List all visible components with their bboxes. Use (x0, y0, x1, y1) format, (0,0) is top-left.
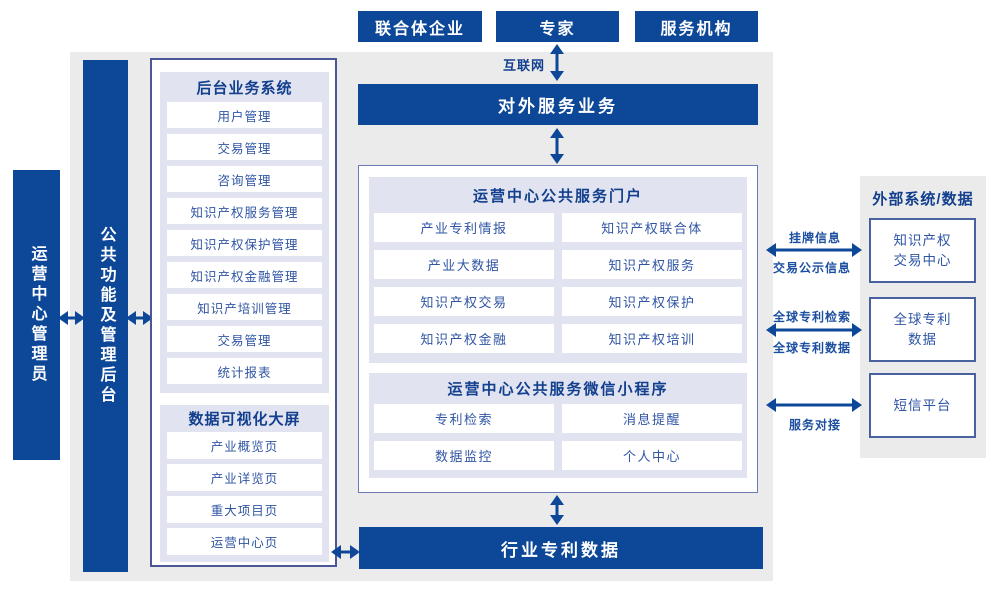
arrow-service-to-portal (549, 128, 565, 164)
backend-system-list: 用户管理 交易管理 咨询管理 知识产权服务管理 知识产权保护管理 知识产权金融管… (167, 102, 322, 384)
backend-item-ip-protection-mgmt: 知识产权保护管理 (167, 230, 322, 256)
link-label-service-connection: 服务对接 (788, 418, 841, 432)
portal-item-ip-training: 知识产权培训 (562, 324, 742, 353)
backend-function-bar: 公共功能及管理后台 (83, 60, 128, 572)
backend-system-section: 后台业务系统 用户管理 交易管理 咨询管理 知识产权服务管理 知识产权保护管理 … (160, 72, 329, 393)
dashboard-item-industry-overview: 产业概览页 (167, 432, 322, 459)
arrow-sms-link (766, 397, 862, 413)
portal-item-ip-consortium: 知识产权联合体 (562, 213, 742, 242)
miniprogram-title: 运营中心公共服务微信小程序 (447, 381, 669, 398)
backend-item-ip-service-mgmt: 知识产权服务管理 (167, 198, 322, 224)
ext-box-line: 交易中心 (893, 252, 952, 268)
portal-item-industry-patent-info: 产业专利情报 (374, 213, 554, 242)
arrow-global-patent-link (766, 322, 862, 338)
mini-item-personal-center: 个人中心 (562, 441, 742, 470)
miniprogram-section: 运营中心公共服务微信小程序 专利检索 消息提醒 数据监控 个人中心 (369, 373, 747, 478)
ext-box-line: 短信平台 (893, 397, 952, 413)
link-label-trade-publicity-info: 交易公示信息 (772, 261, 851, 275)
backend-container: 后台业务系统 用户管理 交易管理 咨询管理 知识产权服务管理 知识产权保护管理 … (150, 58, 337, 567)
external-box-global-patent-data: 全球专利 数据 (869, 297, 976, 362)
arrow-backend-to-container (126, 310, 153, 326)
backend-item-ip-training-mgmt: 知识产培训管理 (167, 294, 322, 320)
internet-label: 互联网 (502, 58, 545, 73)
backend-item-statistics-report: 统计报表 (167, 358, 322, 384)
miniprogram-grid: 专利检索 消息提醒 数据监控 个人中心 (374, 404, 742, 470)
mini-item-message-reminder: 消息提醒 (562, 404, 742, 433)
backend-item-user-mgmt: 用户管理 (167, 102, 322, 128)
link-label-global-patent-data: 全球专利数据 (772, 341, 851, 355)
arrow-ip-trade-center-link (766, 242, 862, 258)
ext-box-line: 全球专利 (893, 311, 952, 327)
mini-item-patent-search: 专利检索 (374, 404, 554, 433)
dashboard-item-operation-center: 运营中心页 (167, 528, 322, 555)
backend-system-title: 后台业务系统 (196, 79, 293, 97)
backend-item-trade-mgmt: 交易管理 (167, 134, 322, 160)
arrow-internet (549, 44, 565, 81)
external-box-sms-platform: 短信平台 (869, 373, 976, 438)
dashboard-item-major-project: 重大项目页 (167, 496, 322, 523)
actor-expert: 专家 (496, 11, 619, 42)
ext-box-line: 数据 (908, 331, 937, 347)
dashboard-section: 数据可视化大屏 产业概览页 产业详览页 重大项目页 运营中心页 (160, 405, 329, 562)
actor-consortium-enterprise: 联合体企业 (358, 11, 482, 42)
dashboard-list: 产业概览页 产业详览页 重大项目页 运营中心页 (167, 432, 322, 555)
portal-title: 运营中心公共服务门户 (472, 187, 643, 205)
portal-item-ip-finance: 知识产权金融 (374, 324, 554, 353)
external-service-bar: 对外服务业务 (358, 84, 758, 125)
ext-box-line: 知识产权 (893, 232, 952, 248)
external-box-ip-trade-center: 知识产权 交易中心 (869, 218, 976, 283)
arrow-dashboard-to-industry-data (331, 544, 360, 560)
link-label-global-patent-search: 全球专利检索 (772, 310, 851, 324)
backend-item-ip-finance-mgmt: 知识产权金融管理 (167, 262, 322, 288)
arrow-admin-to-backend (58, 310, 85, 326)
admin-role-bar: 运营中心管理员 (13, 170, 60, 460)
backend-item-trade-mgmt-2: 交易管理 (167, 326, 322, 352)
mini-item-data-monitor: 数据监控 (374, 441, 554, 470)
portal-item-ip-service: 知识产权服务 (562, 250, 742, 279)
portal-grid: 产业专利情报 知识产权联合体 产业大数据 知识产权服务 知识产权交易 知识产权保… (374, 213, 742, 353)
portal-item-industry-big-data: 产业大数据 (374, 250, 554, 279)
dashboard-item-industry-detail: 产业详览页 (167, 464, 322, 491)
industry-patent-data-bar: 行业专利数据 (359, 527, 763, 569)
external-systems-panel: 外部系统/数据 知识产权 交易中心 全球专利 数据 短信平台 (860, 176, 986, 458)
external-systems-title: 外部系统/数据 (872, 191, 974, 208)
portal-item-ip-trade: 知识产权交易 (374, 287, 554, 316)
backend-item-consult-mgmt: 咨询管理 (167, 166, 322, 192)
dashboard-title: 数据可视化大屏 (188, 411, 301, 428)
portal-section: 运营中心公共服务门户 产业专利情报 知识产权联合体 产业大数据 知识产权服务 知… (369, 177, 747, 363)
portal-container: 运营中心公共服务门户 产业专利情报 知识产权联合体 产业大数据 知识产权服务 知… (358, 165, 758, 493)
arrow-portal-to-industry-data (549, 495, 565, 525)
actor-service-agency: 服务机构 (635, 11, 758, 42)
portal-item-ip-protection: 知识产权保护 (562, 287, 742, 316)
